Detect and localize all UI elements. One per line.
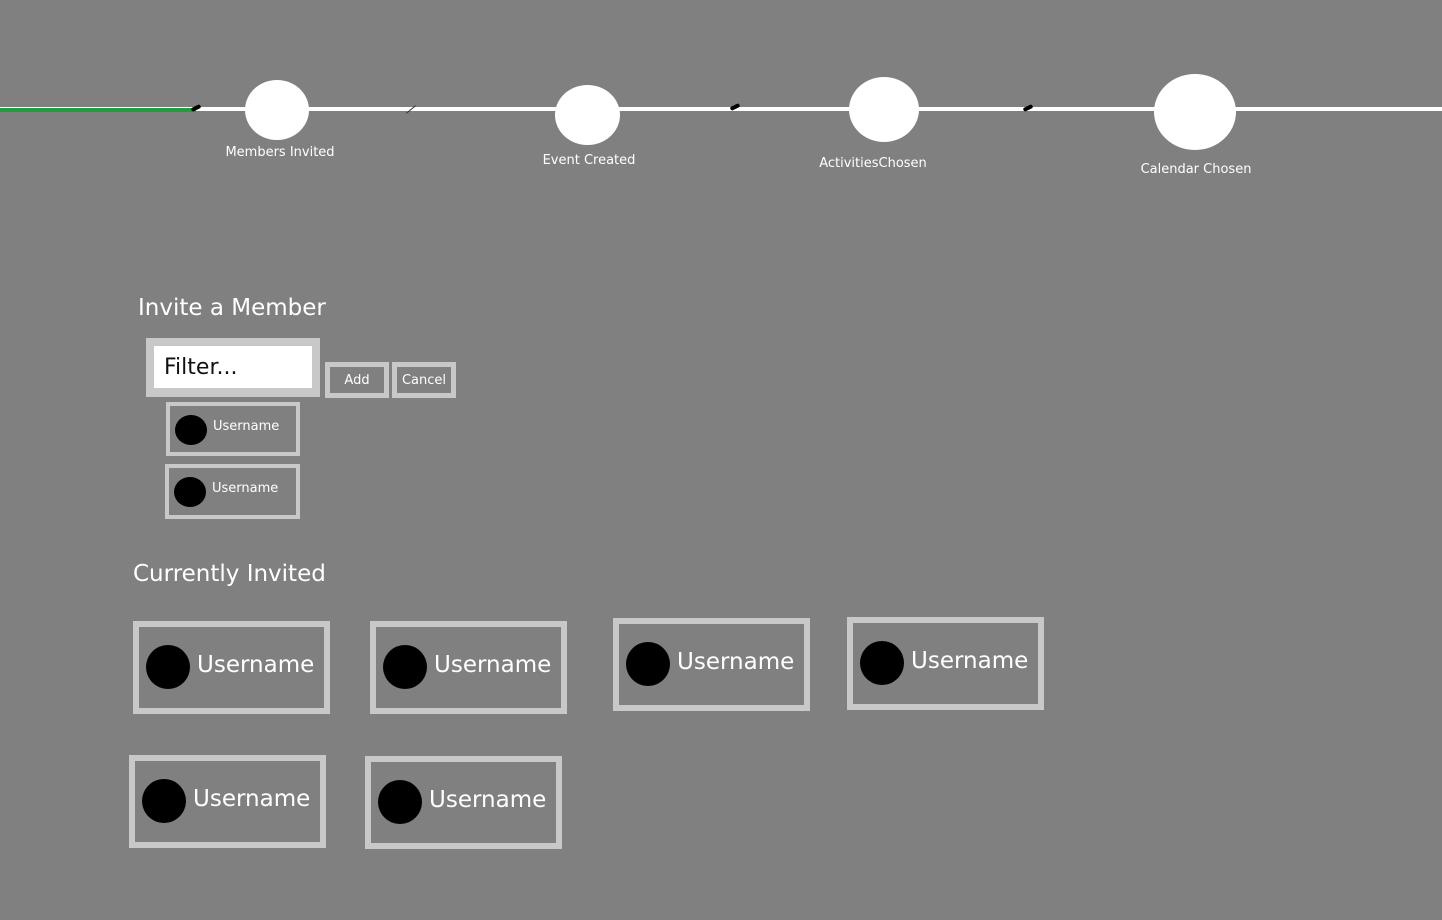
filter-field-frame [146, 338, 320, 397]
invited-member-card[interactable]: Username [129, 755, 326, 848]
add-button-label: Add [344, 372, 370, 388]
step-label-calendar-chosen: Calendar Chosen [1140, 162, 1252, 177]
progress-completed-segment [0, 108, 196, 112]
cancel-button[interactable]: Cancel [392, 362, 456, 398]
invited-username: Username [434, 652, 552, 678]
invited-member-card[interactable]: Username [370, 621, 567, 714]
invite-section-title: Invite a Member [138, 295, 326, 321]
invited-username: Username [197, 652, 315, 678]
step-node-members-invited[interactable] [245, 80, 309, 140]
invited-member-card[interactable]: Username [133, 621, 330, 714]
invited-member-card[interactable]: Username [847, 617, 1044, 710]
invited-member-card[interactable]: Username [613, 618, 810, 711]
invited-member-card[interactable]: Username [365, 756, 562, 849]
suggestion-item[interactable]: Username [165, 464, 300, 519]
avatar [175, 415, 207, 445]
avatar [142, 779, 186, 823]
step-label-members-invited: Members Invited [225, 145, 335, 160]
invited-username: Username [911, 648, 1029, 674]
suggestion-item[interactable]: Username [166, 402, 300, 456]
avatar [174, 477, 206, 507]
invited-username: Username [193, 786, 311, 812]
avatar [626, 642, 670, 686]
avatar [383, 645, 427, 689]
cancel-button-label: Cancel [401, 372, 447, 388]
invited-username: Username [677, 649, 795, 675]
step-node-calendar-chosen[interactable] [1154, 74, 1236, 150]
avatar [378, 780, 422, 824]
avatar [146, 645, 190, 689]
step-node-activities-chosen[interactable] [849, 77, 919, 142]
suggestion-username: Username [213, 419, 280, 434]
invited-username: Username [429, 787, 547, 813]
filter-input[interactable] [154, 346, 312, 388]
suggestion-username: Username [212, 481, 279, 496]
step-node-event-created[interactable] [555, 85, 620, 145]
step-label-activities-chosen: ActivitiesChosen [819, 156, 927, 171]
add-button[interactable]: Add [325, 362, 389, 398]
progress-track [0, 107, 1442, 111]
avatar [860, 641, 904, 685]
step-label-event-created: Event Created [542, 153, 636, 168]
invited-section-title: Currently Invited [133, 561, 326, 587]
